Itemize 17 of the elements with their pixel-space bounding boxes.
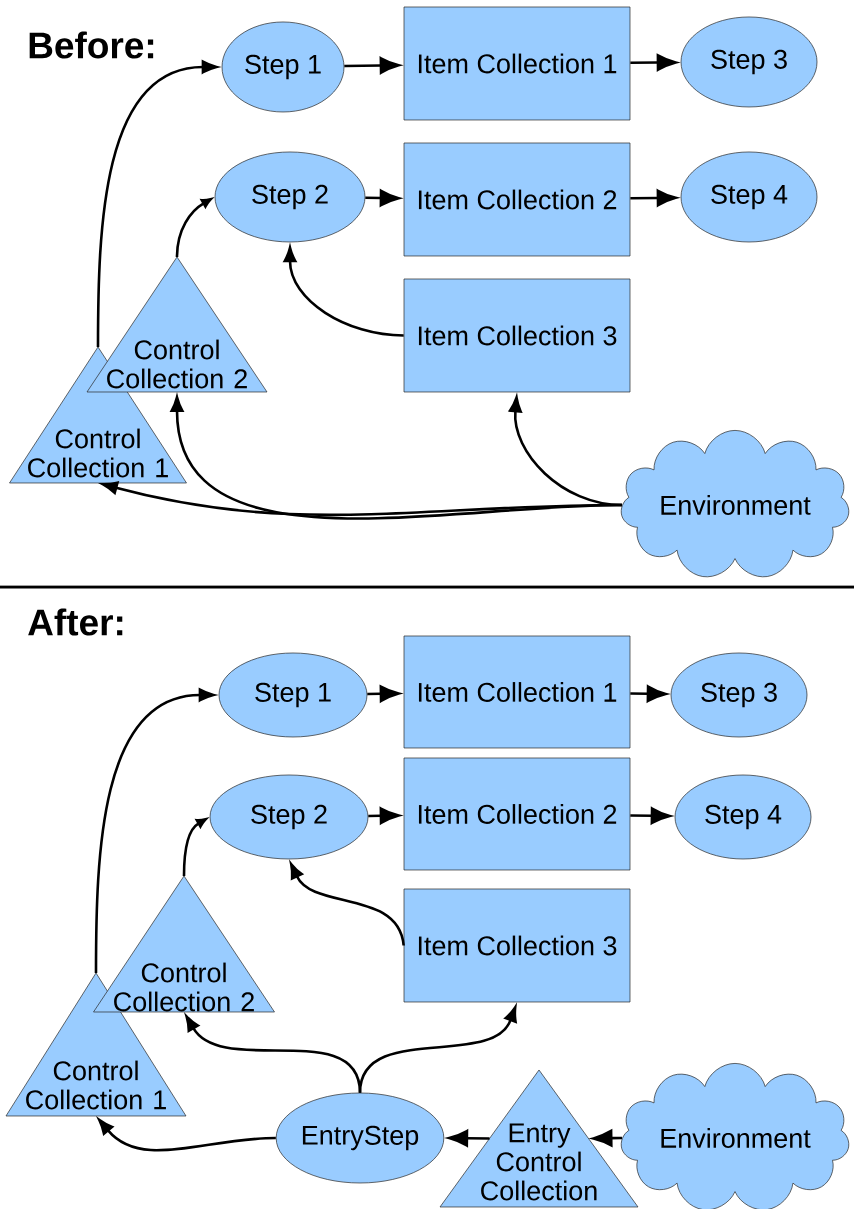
collection-box: Item Collection 3 — [403, 278, 631, 393]
arrow — [447, 1129, 490, 1147]
environment-cloud: Environment — [620, 430, 850, 578]
environment-cloud: Environment — [620, 1063, 850, 1209]
arrow — [175, 198, 212, 258]
arrow — [182, 818, 207, 876]
section-heading: After: — [28, 608, 123, 636]
collection-box: Item Collection 2 — [403, 142, 631, 257]
collection-box: Item Collection 2 — [403, 757, 631, 871]
arrow — [98, 1118, 276, 1152]
collection-box: Item Collection 1 — [403, 6, 631, 121]
collection-box: Item Collection 1 — [403, 635, 631, 749]
control-triangle: Control Collection 2 — [93, 875, 275, 1013]
control-triangle: Control Collection 2 — [86, 256, 268, 393]
arrow — [289, 862, 405, 946]
collection-box: Item Collection 3 — [403, 888, 631, 1003]
section-heading: Before: — [29, 31, 154, 59]
